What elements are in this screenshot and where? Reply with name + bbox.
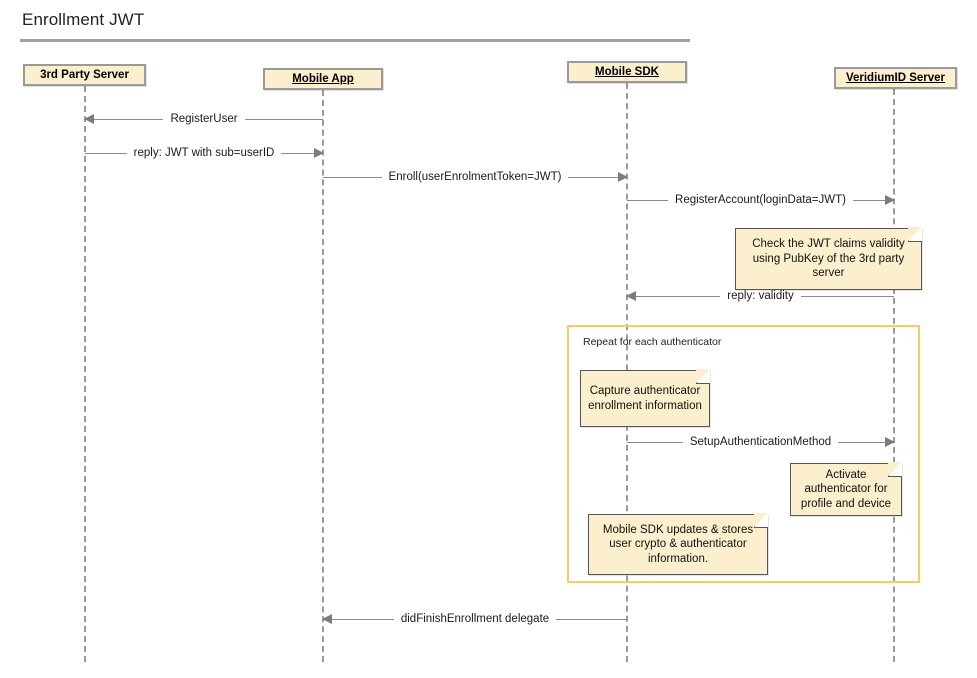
message-label-text: reply: validity xyxy=(720,290,801,302)
participant-label: 3rd Party Server xyxy=(40,69,129,81)
arrow-left-icon xyxy=(84,114,94,124)
note-fold-corner-icon xyxy=(754,513,768,528)
note-fold-corner-icon xyxy=(908,227,922,242)
lifeline-veridiumid-server xyxy=(893,89,895,662)
message-did-finish-enrollment[interactable]: didFinishEnrollment delegate xyxy=(322,610,627,629)
message-label-text: SetupAuthenticationMethod xyxy=(682,436,839,448)
message-reply-jwt-sub-userid[interactable]: reply: JWT with sub=userID xyxy=(85,144,324,163)
arrow-right-icon xyxy=(314,148,324,158)
arrow-left-icon xyxy=(626,291,636,301)
participant-label: VeridiumID Server xyxy=(845,72,946,84)
message-label-text: RegisterAccount(loginData=JWT) xyxy=(668,194,853,206)
note-fold-corner-icon xyxy=(888,462,902,477)
arrow-right-icon xyxy=(885,195,895,205)
lifeline-mobile-app xyxy=(322,90,324,662)
participant-mobile-sdk[interactable]: Mobile SDK xyxy=(567,61,687,83)
note-note-mobile-sdk-updates[interactable]: Mobile SDK updates & stores user crypto … xyxy=(588,513,768,575)
participant-third-party-server[interactable]: 3rd Party Server xyxy=(23,64,146,86)
lifeline-third-party-server xyxy=(84,86,86,662)
message-label-text: RegisterUser xyxy=(163,113,245,125)
participant-label: Mobile SDK xyxy=(595,66,659,78)
note-note-capture-authenticator[interactable]: Capture authenticator enrollment informa… xyxy=(580,369,710,427)
note-note-check-jwt-claims[interactable]: Check the JWT claims validity using PubK… xyxy=(735,227,922,290)
note-fold-corner-icon xyxy=(696,369,710,384)
message-label: reply: validity xyxy=(627,287,894,305)
message-label-text: reply: JWT with sub=userID xyxy=(126,147,282,159)
message-enroll[interactable]: Enroll(userEnrolmentToken=JWT) xyxy=(323,168,628,187)
message-register-user[interactable]: RegisterUser xyxy=(84,110,323,129)
title-divider xyxy=(20,39,690,42)
message-label-text: Enroll(userEnrolmentToken=JWT) xyxy=(381,171,569,183)
message-label: Enroll(userEnrolmentToken=JWT) xyxy=(323,168,627,186)
page-title: Enrollment JWT xyxy=(22,10,145,29)
participant-veridiumid-server[interactable]: VeridiumID Server xyxy=(834,67,957,89)
participant-mobile-app[interactable]: Mobile App xyxy=(263,68,383,90)
arrow-right-icon xyxy=(885,437,895,447)
note-text: Mobile SDK updates & stores user crypto … xyxy=(602,523,754,565)
note-text: Capture authenticator enrollment informa… xyxy=(588,385,702,412)
message-label: reply: JWT with sub=userID xyxy=(85,144,323,162)
message-label: didFinishEnrollment delegate xyxy=(323,610,627,628)
fragment-loop-each-authenticator xyxy=(567,325,920,583)
note-note-activate-authenticator[interactable]: Activate authenticator for profile and d… xyxy=(790,462,902,516)
message-register-account[interactable]: RegisterAccount(loginData=JWT) xyxy=(627,191,895,210)
message-reply-validity[interactable]: reply: validity xyxy=(626,287,894,306)
message-label: SetupAuthenticationMethod xyxy=(627,433,894,451)
message-label: RegisterUser xyxy=(85,110,323,128)
message-label: RegisterAccount(loginData=JWT) xyxy=(627,191,894,209)
message-label-text: didFinishEnrollment delegate xyxy=(393,613,557,625)
note-text: Activate authenticator for profile and d… xyxy=(800,468,892,510)
arrow-left-icon xyxy=(322,614,332,624)
message-setup-authentication-method[interactable]: SetupAuthenticationMethod xyxy=(627,433,895,452)
arrow-right-icon xyxy=(618,172,628,182)
participant-label: Mobile App xyxy=(292,73,354,85)
note-text: Check the JWT claims validity using PubK… xyxy=(752,238,905,280)
fragment-label-loop-each-authenticator: Repeat for each authenticator xyxy=(583,336,722,348)
